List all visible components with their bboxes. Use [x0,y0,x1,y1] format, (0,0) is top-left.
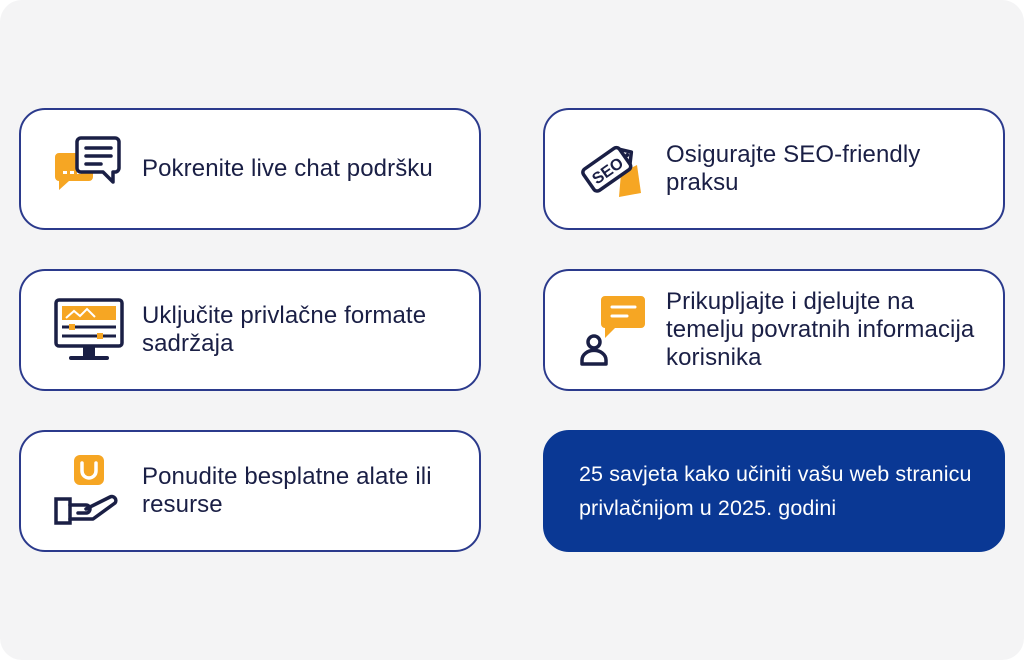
article-title: 25 savjeta kako učiniti vašu web stranic… [579,462,972,520]
seo-tag-icon: SEO [575,131,651,207]
tip-label: Ponudite besplatne alate ili resurse [142,463,432,518]
tip-label: Uključite privlačne formate sadržaja [142,302,427,357]
user-feedback-icon [575,292,651,368]
tip-card-feedback: Prikupljajte i djelujte na temelju povra… [543,269,1005,391]
monitor-content-icon [51,292,127,368]
tip-card-content-formats: Uključite privlačne formate sadržaja [19,269,481,391]
chat-bubbles-icon [51,131,127,207]
tip-card-live-chat: Pokrenite live chat podršku [19,108,481,230]
tip-card-free-tools: Ponudite besplatne alate ili resurse [19,430,481,552]
article-title-card: 25 savjeta kako učiniti vašu web stranic… [543,430,1005,552]
tip-label: Pokrenite live chat podršku [142,155,433,182]
tip-card-seo: SEO Osigurajte SEO-friendly praksu [543,108,1005,230]
tip-label: Prikupljajte i djelujte na temelju povra… [666,288,975,371]
hand-gift-icon [51,453,127,529]
tip-label: Osigurajte SEO-friendly praksu [666,141,921,196]
